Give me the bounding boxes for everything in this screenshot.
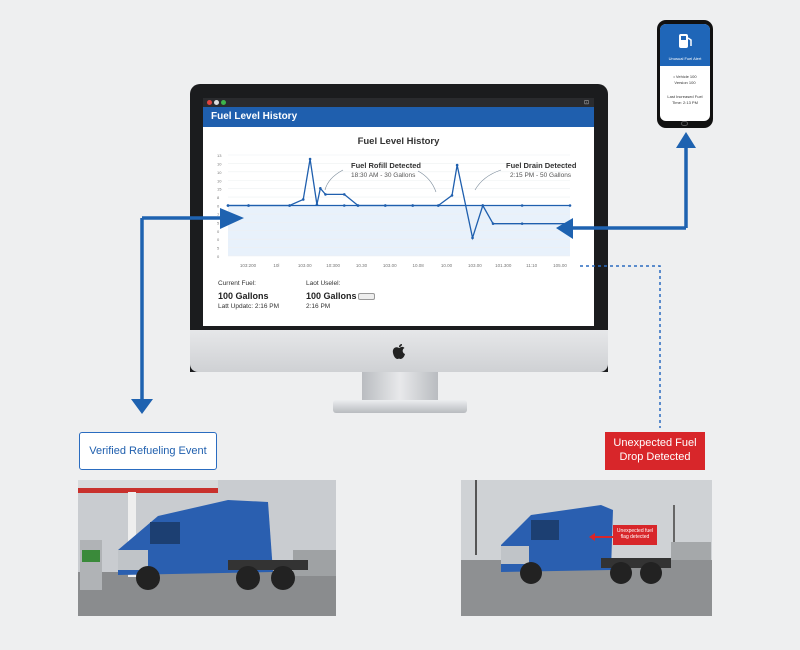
x-tick-label: 10.30	[356, 263, 368, 268]
x-tick-label: 10l	[273, 263, 279, 268]
home-button	[681, 121, 688, 126]
data-point	[356, 204, 360, 207]
phone-screen: Unusual Fuel Alert • Vehicle 100 Version…	[660, 24, 710, 121]
fuel-pump-icon	[679, 34, 692, 48]
monitor-stand-neck	[362, 372, 438, 402]
x-tick-label: 103.00	[298, 263, 312, 268]
monitor-stand-base	[333, 400, 467, 413]
phone-alert-header: Unusual Fuel Alert	[660, 24, 710, 66]
data-point	[481, 204, 485, 207]
smartphone: Unusual Fuel Alert • Vehicle 100 Version…	[657, 20, 713, 128]
y-tick-label: 10	[217, 170, 222, 175]
app-window: ⊡ Fuel Level History Fuel Level History …	[203, 98, 594, 326]
last-used-time: 2:16 PM	[306, 303, 331, 310]
data-point	[411, 204, 414, 207]
verified-refueling-label: Verified Refueling Event	[79, 432, 217, 470]
last-used-label: Laot Uselel:	[306, 280, 341, 287]
data-point	[301, 198, 305, 201]
dashed-connector	[580, 265, 661, 428]
y-tick-label: 0	[217, 237, 220, 242]
y-tick-label: 10	[217, 178, 222, 183]
minimize-button[interactable]	[214, 100, 219, 105]
arrowhead-right	[220, 208, 244, 229]
annotation-refill-title: Fuel Rofill Detected	[351, 161, 422, 170]
x-tick-label: 10.00	[441, 263, 453, 268]
y-tick-label: 7	[217, 212, 220, 217]
data-point	[342, 204, 346, 207]
app-header-title: Fuel Level History	[203, 107, 594, 127]
x-tick-label: 103.00	[468, 263, 482, 268]
data-point	[324, 193, 327, 196]
data-point	[226, 204, 230, 207]
x-tick-label: 10:300	[326, 263, 340, 268]
data-point	[342, 193, 346, 196]
phone-line: • Vehicle 100	[673, 74, 697, 79]
data-point	[568, 204, 572, 207]
y-tick-label: 0	[217, 254, 220, 259]
refueling-photo	[78, 480, 336, 616]
phone-line: Time: 2:13 PM	[672, 100, 698, 105]
phone-line: Version 100	[674, 80, 696, 85]
annotation-pointer	[417, 170, 437, 193]
x-tick-label: 103.00	[383, 263, 397, 268]
phone-line: Last Increased Fuel	[667, 94, 703, 99]
arrowhead-down	[131, 399, 153, 414]
x-tick-label: 103:200	[240, 263, 257, 268]
data-point	[437, 204, 440, 207]
apple-logo-icon	[392, 344, 405, 359]
photo-alert-tag: Unexpected fuel flag detected	[613, 525, 657, 545]
window-titlebar: ⊡	[203, 98, 594, 107]
data-point	[455, 163, 459, 167]
y-tick-label: 0	[217, 229, 220, 234]
x-tick-label: 10.08	[413, 263, 425, 268]
y-tick-label: 10	[217, 161, 222, 166]
y-tick-label: 13	[217, 153, 222, 158]
parked-truck-image	[461, 480, 712, 616]
fuel-level-chart: 13 10 10 10 15 8 0 7 5 0 0 5 0 103:200 10l 103.00 10:300…	[217, 153, 572, 268]
current-fuel-label: Current Fuel:	[218, 280, 256, 287]
y-tick-label: 5	[217, 246, 220, 251]
y-tick-label: 0	[217, 204, 220, 209]
data-point	[308, 157, 312, 161]
x-tick-label: 105.00	[553, 263, 567, 268]
data-point	[384, 204, 387, 207]
data-point	[520, 222, 524, 225]
current-fuel-value: 100 Gallons	[218, 291, 269, 301]
truck-at-gas-station-image	[78, 480, 336, 616]
chart-title: Fuel Level History	[357, 136, 440, 147]
data-point	[471, 236, 474, 240]
y-tick-label: 5	[217, 220, 220, 225]
annotation-refill-detail: 18:30 AM - 30 Gallons	[351, 172, 416, 179]
phone-alert-title: Unusual Fuel Alert	[668, 56, 702, 61]
last-used-value: 100 Gallons	[306, 291, 357, 301]
x-tick-label: 11:10	[526, 263, 537, 268]
unexpected-drop-label: Unexpected Fuel Drop Detected	[605, 432, 705, 470]
data-point	[450, 194, 454, 197]
data-point	[491, 222, 495, 225]
data-point	[520, 204, 524, 207]
fuel-drop-photo: Unexpected fuel flag detected	[461, 480, 712, 616]
data-point	[247, 204, 250, 207]
bookmark-icon[interactable]: ⊡	[584, 100, 590, 106]
y-tick-label: 8	[217, 195, 220, 200]
annotation-drain-detail: 2:15 PM - 50 Gallons	[510, 172, 572, 179]
annotation-drain-title: Fuel Drain Detected	[506, 161, 577, 170]
current-fuel-update: Latt Updatc: 2:16 PM	[218, 303, 280, 310]
x-tick-label: 101.300	[495, 263, 512, 268]
monitor-chin	[190, 330, 608, 372]
data-point	[288, 204, 291, 207]
arrowhead-left	[556, 218, 573, 239]
annotation-pointer	[474, 169, 502, 191]
data-point	[319, 187, 322, 190]
annotation-pointer	[324, 169, 344, 191]
arrowhead-up	[676, 132, 696, 148]
close-button[interactable]	[207, 100, 212, 105]
details-badge[interactable]	[358, 293, 375, 300]
y-tick-label: 15	[217, 187, 222, 192]
maximize-button[interactable]	[221, 100, 226, 105]
